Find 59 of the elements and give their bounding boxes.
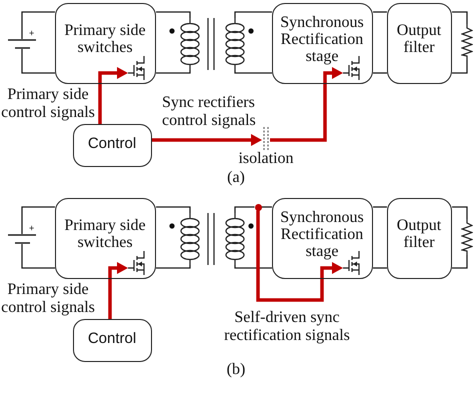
block-label: Output filter (396, 216, 442, 250)
polarity-mark: + (29, 224, 34, 233)
subfigure-label: (b) (226, 361, 246, 379)
wire (373, 267, 387, 269)
circuit-block (73, 124, 152, 167)
battery-symbol (8, 234, 36, 244)
block-label: Control (86, 330, 138, 348)
resistor-symbol (461, 24, 473, 60)
circuit-block (73, 319, 152, 362)
wire (21, 49, 55, 74)
wire (452, 60, 468, 74)
edge-label: Self-driven sync rectification signals (223, 309, 351, 345)
block-label: Synchronous Rectification stage (279, 14, 365, 64)
wire (373, 11, 387, 13)
wire (373, 72, 387, 74)
wire (234, 265, 272, 269)
wire (156, 265, 191, 269)
polarity-mark: + (29, 29, 34, 38)
wire (452, 206, 468, 219)
block-label: Control (86, 134, 138, 152)
wire (234, 70, 272, 74)
circuit-block (272, 3, 373, 84)
signal-arrow (108, 262, 128, 319)
circuit-block (55, 3, 156, 84)
circuit-block (272, 198, 373, 279)
block-label: Synchronous Rectification stage (279, 208, 365, 260)
signal-arrow (98, 67, 128, 124)
edge-label: Sync rectifiers control signals (162, 94, 257, 130)
isolation-barrier (262, 127, 270, 151)
block-label: Primary side switches (63, 216, 147, 250)
circuit-block (387, 3, 452, 84)
battery-symbol (8, 39, 36, 49)
circuit-block (55, 198, 156, 279)
wire (21, 244, 55, 269)
transformer-symbol (168, 18, 255, 70)
wire (234, 11, 272, 18)
edge-label: Primary side control signals (0, 281, 96, 317)
wire (21, 206, 55, 234)
barrier-label: isolation (237, 150, 295, 168)
wire (234, 206, 254, 213)
wire (262, 206, 272, 208)
wire (156, 70, 191, 74)
signal-arrow (270, 67, 343, 142)
signal-arrow (256, 210, 343, 302)
wire (452, 255, 468, 269)
transformer-symbol (168, 213, 255, 265)
junction-dot (254, 204, 262, 210)
subfigure-label: (a) (226, 169, 246, 187)
wire (452, 11, 468, 24)
wire (156, 11, 191, 18)
wire (156, 206, 191, 213)
resistor-symbol (461, 219, 473, 255)
block-label: Primary side switches (63, 22, 147, 56)
wire (21, 11, 55, 39)
signal-arrow (152, 134, 262, 146)
block-label: Output filter (396, 22, 442, 56)
edge-label: Primary side control signals (0, 86, 96, 122)
circuit-block (387, 198, 452, 279)
wire (373, 206, 387, 208)
